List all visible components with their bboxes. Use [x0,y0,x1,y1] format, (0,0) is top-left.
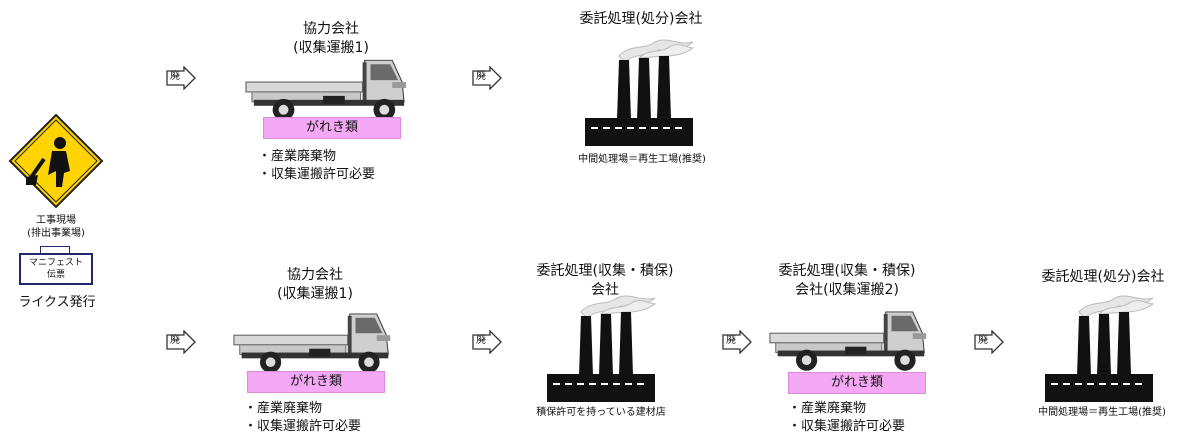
site-label-line2: (排出事業場) [27,228,85,239]
bottom-factory2-title: 委託処理(処分)会社 [1041,269,1165,285]
bottom-factory1-title-line1: 委託処理(収集・積保) [536,263,674,279]
waste-arrow-label-4: 廃 [472,330,502,354]
arrow-glyph: 廃 [476,335,486,346]
waste-arrow-label-1: 廃 [166,66,196,90]
top-factory-caption: 中間処理場＝再生工場(推奨) [578,154,706,165]
bottom-factory1-title: 委託処理(収集・積保) 会社 [520,262,690,300]
manifest-line2: 伝票 [46,270,65,280]
top-factory-title: 委託処理(処分)会社 [579,11,703,27]
truck-icon [232,306,396,374]
issue-label: ライクス発行 [18,295,96,310]
bottom-truck1-title-line1: 協力会社 [287,267,343,283]
waste-arrow-label-5: 廃 [722,330,752,354]
factory-icon [1030,292,1160,402]
cargo-label: がれき類 [263,117,401,139]
waste-arrow-label-2: 廃 [472,66,502,90]
arrow-glyph: 廃 [978,335,988,346]
site-label-line1: 工事現場 [36,215,76,226]
manifest-tab [40,246,70,253]
arrow-glyph: 廃 [170,71,180,82]
bottom-truck1-notes: ・産業廃棄物 ・収集運搬許可必要 [244,400,361,436]
cargo-label: がれき類 [788,372,926,394]
top-truck-notes: ・産業廃棄物 ・収集運搬許可必要 [258,148,375,184]
top-truck-title-line1: 協力会社 [303,21,359,37]
truck-icon [768,304,932,372]
top-truck-title-line2: (収集運搬1) [293,40,369,56]
top-truck-title: 協力会社 (収集運搬1) [246,20,416,58]
note-line: ・産業廃棄物 [244,401,323,416]
note-line: ・産業廃棄物 [258,149,337,164]
waste-arrow-label-3: 廃 [166,330,196,354]
bottom-factory1-caption: 積保許可を持っている建材店 [536,407,666,418]
manifest-line1: マニフェスト [28,258,83,268]
site-label: 工事現場 (排出事業場) [14,214,98,240]
bottom-truck2-title-line2: 会社(収集運搬2) [795,282,899,298]
truck-icon [244,52,412,122]
bottom-truck1-title-line2: (収集運搬1) [277,286,353,302]
arrow-glyph: 廃 [726,335,736,346]
note-line: ・収集運搬許可必要 [244,419,362,434]
construction-worker-sign-icon [8,113,104,209]
waste-arrow-label-6: 廃 [974,330,1004,354]
cargo-label: がれき類 [247,371,385,393]
bottom-factory2-caption: 中間処理場＝再生工場(推奨) [1038,407,1166,418]
note-line: ・収集運搬許可必要 [258,167,376,182]
note-line: ・収集運搬許可必要 [788,419,906,434]
manifest-slip: マニフェスト 伝票 [19,253,93,285]
note-line: ・産業廃棄物 [788,401,867,416]
bottom-truck2-title-line1: 委託処理(収集・積保) [778,263,916,279]
bottom-truck2-notes: ・産業廃棄物 ・収集運搬許可必要 [788,400,905,436]
arrow-glyph: 廃 [170,335,180,346]
bottom-factory1-title-line2: 会社 [591,282,619,298]
bottom-truck2-title: 委託処理(収集・積保) 会社(収集運搬2) [762,262,932,300]
bottom-truck1-title: 協力会社 (収集運搬1) [230,266,400,304]
factory-icon [570,36,700,146]
arrow-glyph: 廃 [476,71,486,82]
factory-icon [532,292,662,402]
